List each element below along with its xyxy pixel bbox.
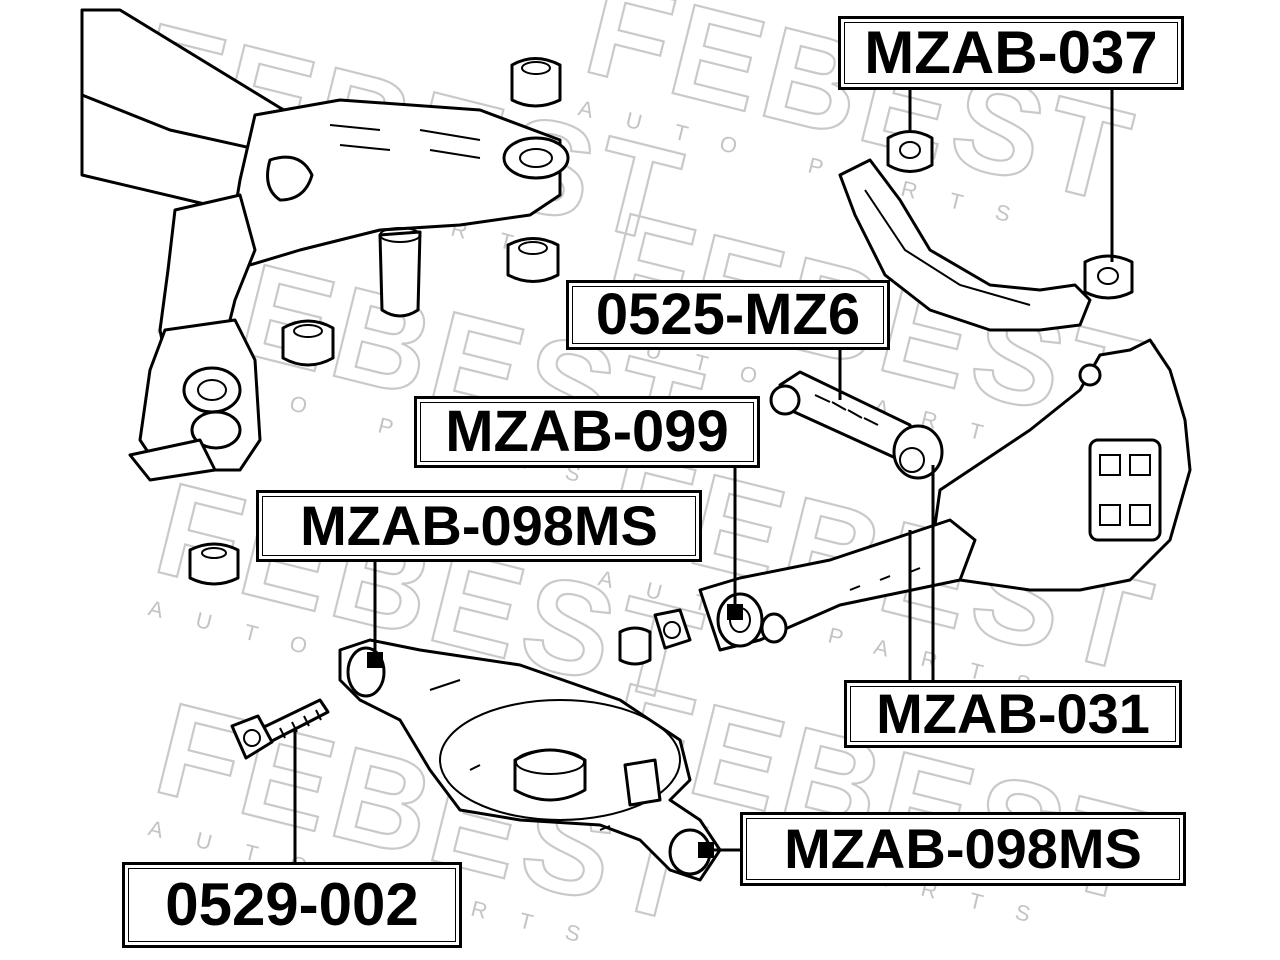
label-mzab-037: MZAB-037 xyxy=(838,16,1184,90)
label-mzab-098ms-left: MZAB-098MS xyxy=(256,490,702,562)
label-mzab-099: MZAB-099 xyxy=(414,396,760,468)
rear-knuckle xyxy=(928,338,1192,592)
bushing-set-upper xyxy=(188,57,562,586)
label-mzab-098ms-right: MZAB-098MS xyxy=(740,812,1186,886)
part-markers xyxy=(367,604,743,858)
leader-lines xyxy=(293,88,1114,862)
label-0525-mz6: 0525-MZ6 xyxy=(566,280,890,350)
label-0529-002: 0529-002 xyxy=(122,862,462,948)
adjusting-bolt xyxy=(230,698,330,760)
tie-rod xyxy=(769,370,944,480)
upper-control-arm xyxy=(838,130,1134,332)
rear-subframe xyxy=(80,8,570,482)
label-mzab-031: MZAB-031 xyxy=(844,680,1182,748)
